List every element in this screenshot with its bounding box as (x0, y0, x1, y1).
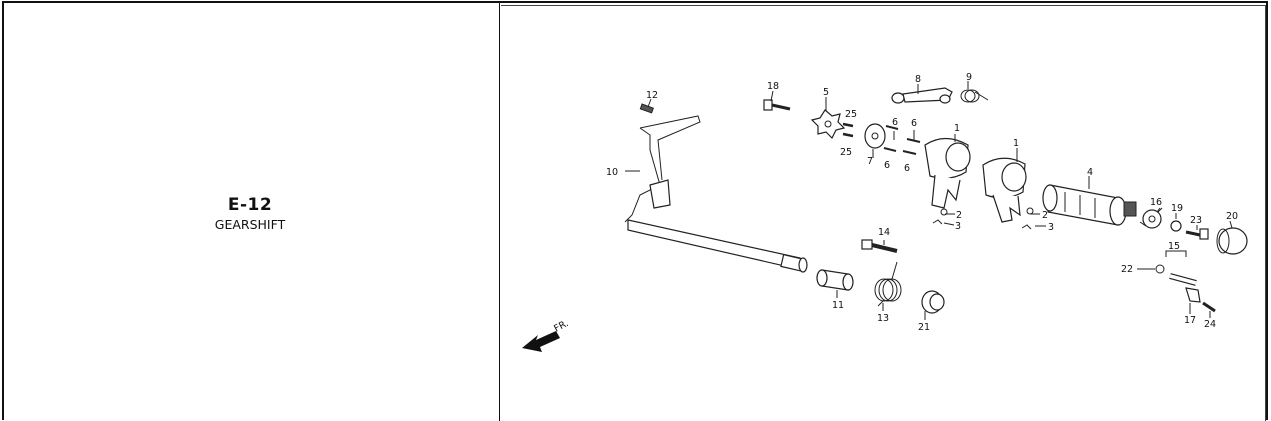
panel-divider (499, 1, 500, 421)
callout-7: 7 (867, 156, 873, 167)
callout-25-b: 25 (840, 147, 852, 158)
callout-14: 14 (878, 227, 890, 238)
callout-11: 11 (832, 300, 844, 311)
callout-13: 13 (877, 313, 889, 324)
diagram-panel (501, 5, 1266, 421)
section-header: E-12 GEARSHIFT (2, 3, 498, 421)
callout-10: 10 (606, 167, 618, 178)
gearshift-spindle-part (624, 115, 808, 273)
pin-part (639, 103, 654, 114)
collar-part (816, 269, 854, 291)
shifter-part (1169, 273, 1201, 303)
stopper-arm-part (891, 87, 953, 104)
callout-17: 17 (1184, 315, 1196, 326)
callout-19: 19 (1171, 203, 1183, 214)
shift-fork-part (924, 137, 971, 209)
washer-part (1170, 220, 1182, 232)
callout-15: 15 (1168, 241, 1180, 252)
bolt-part-2 (1185, 228, 1209, 240)
callout-labels: 1 1 2 2 3 3 4 5 6 6 6 6 7 8 9 10 11 12 1… (606, 72, 1238, 333)
bolt-part-3 (1202, 301, 1216, 313)
star-plate-part (810, 109, 846, 140)
shift-fork-part-2 (982, 157, 1027, 223)
callout-3-a: 3 (955, 221, 961, 232)
callout-1-a: 1 (954, 123, 960, 134)
front-direction-label: FR. (552, 318, 570, 335)
torsion-spring-part (874, 261, 902, 307)
callout-25-a: 25 (845, 109, 857, 120)
callout-6-a: 6 (892, 117, 898, 128)
callout-2-b: 2 (1042, 210, 1048, 221)
callout-5: 5 (823, 87, 829, 98)
callout-16: 16 (1150, 197, 1162, 208)
callout-20: 20 (1226, 211, 1238, 222)
callout-18: 18 (767, 81, 779, 92)
callout-6-c: 6 (884, 160, 890, 171)
callout-1-b: 1 (1013, 138, 1019, 149)
callout-8: 8 (915, 74, 921, 85)
section-name: GEARSHIFT (214, 216, 286, 232)
callout-21: 21 (918, 322, 930, 333)
callout-9: 9 (966, 72, 972, 83)
drum-center-part (1139, 207, 1163, 229)
pivot-bolt-part (861, 239, 898, 253)
callout-6-d: 6 (904, 163, 910, 174)
callout-12: 12 (646, 90, 658, 101)
section-code: E-12 (227, 194, 273, 215)
front-arrow-icon: FR. (522, 318, 570, 352)
bushing-part (921, 290, 945, 314)
callout-22: 22 (1121, 264, 1133, 275)
callout-6-b: 6 (911, 118, 917, 129)
callout-4: 4 (1087, 167, 1093, 178)
return-spring-part (960, 89, 989, 103)
shift-drum-part (1042, 184, 1137, 226)
cap-part (1216, 227, 1248, 255)
plate-part (864, 123, 886, 149)
callout-24: 24 (1204, 319, 1216, 330)
callout-23: 23 (1190, 215, 1202, 226)
callout-3-b: 3 (1048, 222, 1054, 233)
o-ring-part (1155, 264, 1165, 274)
bolt-part (763, 99, 791, 111)
callout-2-a: 2 (956, 210, 962, 221)
